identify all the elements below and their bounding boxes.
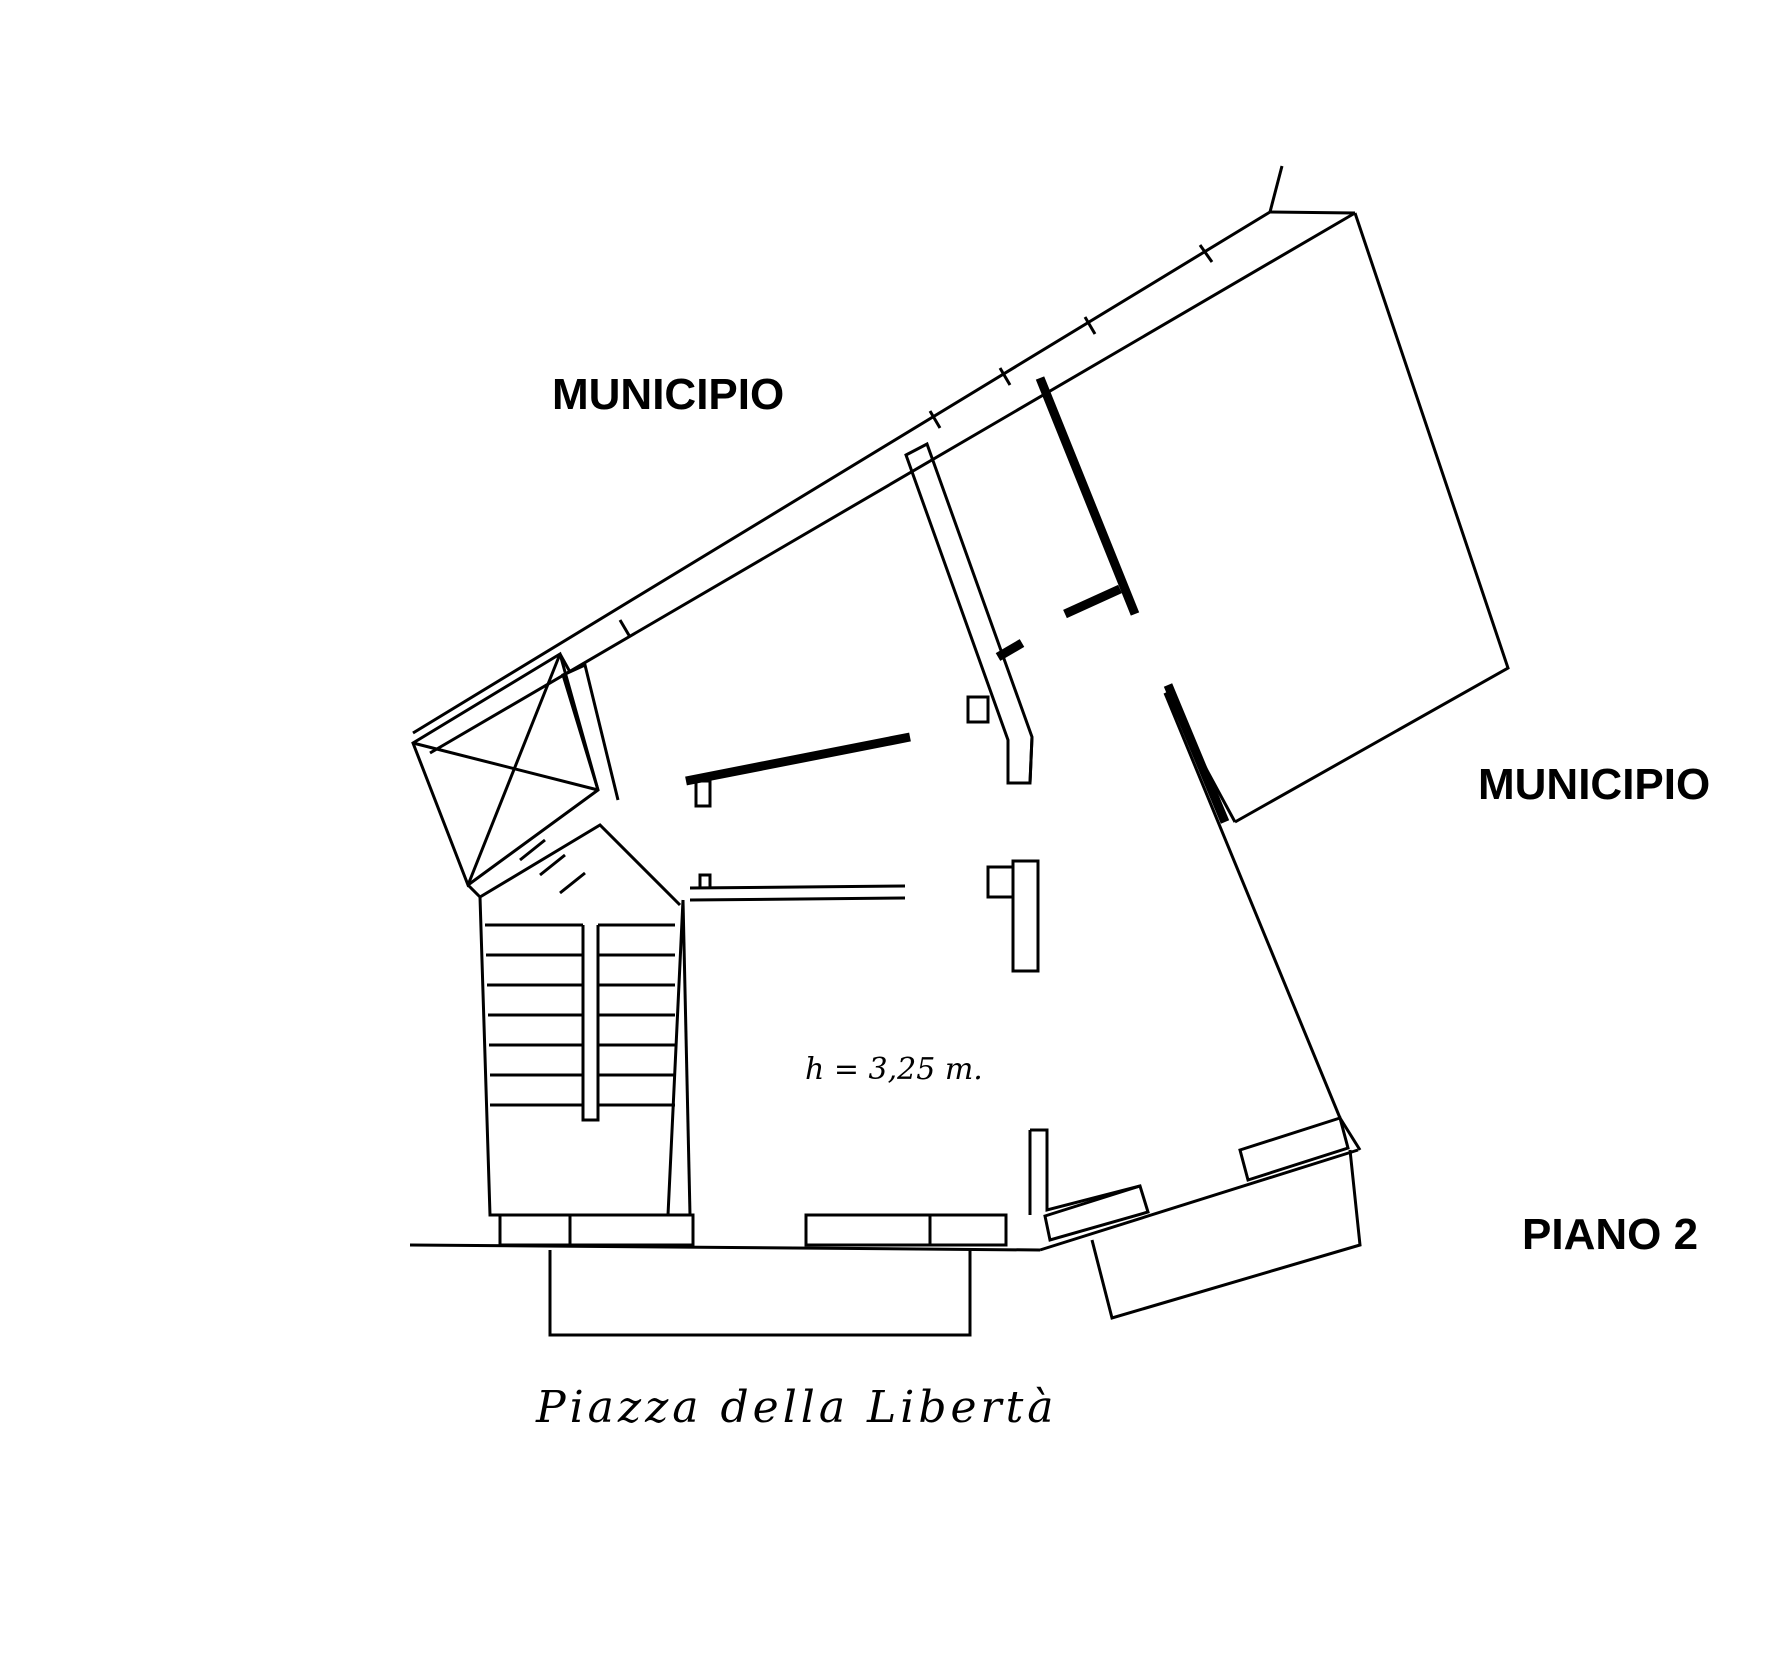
balcony-left xyxy=(548,1250,972,1337)
street-name: Piazza della Libertà xyxy=(536,1382,1058,1433)
staircase xyxy=(411,651,685,1217)
south-facade xyxy=(409,1116,1359,1252)
northwest-wall xyxy=(412,165,1356,755)
height-note: h = 3,25 m. xyxy=(805,1052,983,1087)
interior-walls xyxy=(681,695,1141,1216)
inner-partition-walls xyxy=(904,441,1034,785)
east-wall xyxy=(1163,692,1362,1151)
thick-partitions xyxy=(685,376,1230,824)
balcony-right xyxy=(1090,1149,1362,1320)
northeast-room xyxy=(1163,212,1510,824)
label-municipio-right: MUNICIPIO xyxy=(1478,760,1711,809)
label-floor: PIANO 2 xyxy=(1522,1210,1699,1259)
partition-stubs xyxy=(694,779,712,808)
label-municipio-top: MUNICIPIO xyxy=(552,370,785,419)
